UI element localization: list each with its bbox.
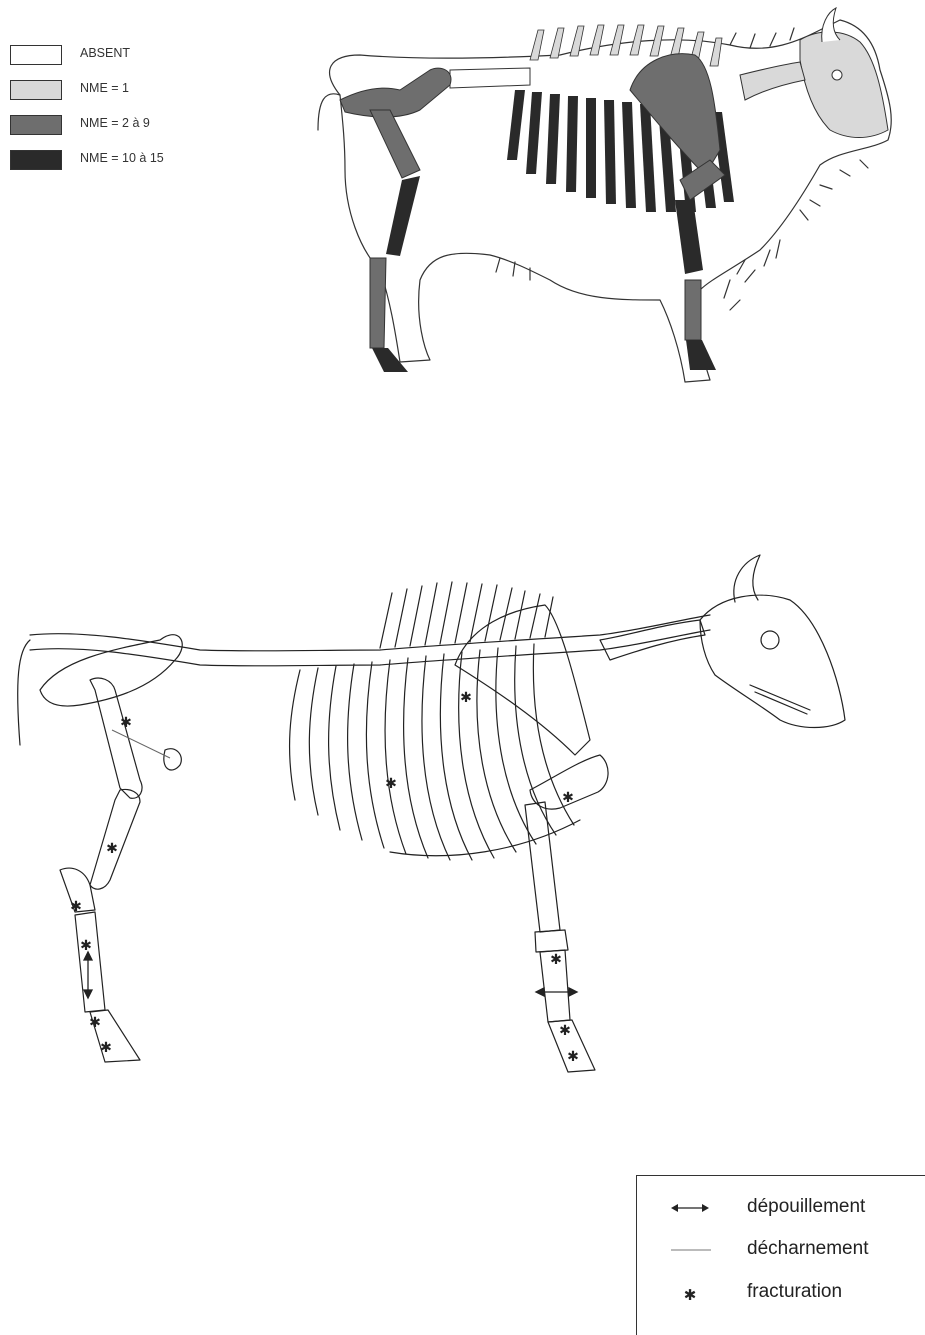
absent-swatch <box>10 45 62 65</box>
legend-item-nme-2-9: NME = 2 à 9 <box>10 112 210 147</box>
line-icon <box>667 1235 713 1265</box>
fracture-mark: ✱ <box>106 841 118 857</box>
lumbar-vertebrae <box>450 68 530 88</box>
nme-legend: ABSENT NME = 1 NME = 2 à 9 NME = 10 à 15 <box>10 42 210 182</box>
asterisk-glyph: ✱ <box>684 1286 697 1304</box>
sternum <box>390 820 580 856</box>
legend-item-decharnement: décharnement <box>637 1235 925 1265</box>
dorsal-spines <box>380 582 553 648</box>
radius <box>525 802 560 932</box>
orbit <box>761 631 779 649</box>
depouillement-mark-vertical <box>84 952 92 998</box>
fracture-mark: ✱ <box>460 690 472 706</box>
cervical-vertebrae <box>740 62 805 100</box>
bison-silhouette-figure <box>300 0 920 400</box>
metacarpal-nme-2-9 <box>685 280 701 340</box>
legend-label: NME = 10 à 15 <box>80 151 164 165</box>
tibia <box>90 790 140 890</box>
metatarsal-nme-2-9 <box>370 258 386 348</box>
fore-phalanges-nme-10-15 <box>686 340 716 370</box>
metatarsal <box>75 912 105 1012</box>
marks-legend: dépouillement décharnement ✱ fracturatio… <box>636 1175 925 1335</box>
legend-item-fracturation: ✱ fracturation <box>637 1278 925 1308</box>
legend-item-absent: ABSENT <box>10 42 210 77</box>
eye <box>832 70 842 80</box>
decharnement-mark <box>112 730 170 758</box>
double-arrow-icon <box>667 1193 713 1223</box>
pelvis-nme-2-9 <box>340 68 451 117</box>
skull <box>700 595 845 727</box>
tail <box>318 94 340 130</box>
nme-1-swatch <box>10 80 62 100</box>
scapula <box>455 605 590 755</box>
fracture-mark: ✱ <box>100 1040 112 1056</box>
bison-silhouette-svg <box>300 0 920 400</box>
legend-item-nme-1: NME = 1 <box>10 77 210 112</box>
fracture-mark: ✱ <box>120 715 132 731</box>
tail-vertebrae <box>18 640 30 745</box>
legend-label: fracturation <box>747 1281 842 1303</box>
patella <box>164 749 182 770</box>
teeth-row <box>750 685 810 714</box>
fracture-mark: ✱ <box>562 790 574 806</box>
femur-nme-2-9 <box>370 110 420 178</box>
fracture-mark: ✱ <box>80 938 92 954</box>
fracture-mark: ✱ <box>567 1049 579 1065</box>
fracture-mark: ✱ <box>550 952 562 968</box>
legend-label: décharnement <box>747 1238 868 1260</box>
pelvis <box>40 635 182 706</box>
fracture-mark: ✱ <box>70 899 82 915</box>
legend-label: NME = 2 à 9 <box>80 116 150 130</box>
nme-10-15-swatch <box>10 150 62 170</box>
bison-skeleton-svg: ✱ ✱ ✱ ✱ ✱ ✱ ✱ ✱ ✱ ✱ ✱ ✱ <box>0 540 925 1100</box>
legend-item-depouillement: dépouillement <box>637 1193 925 1223</box>
tibia-nme-10-15 <box>386 176 420 256</box>
hind-phalanges-nme-10-15 <box>372 348 408 372</box>
bison-skeleton-figure: ✱ ✱ ✱ ✱ ✱ ✱ ✱ ✱ ✱ ✱ ✱ ✱ <box>0 540 925 1100</box>
fracture-mark: ✱ <box>89 1015 101 1031</box>
legend-label: ABSENT <box>80 46 130 60</box>
rib-cage <box>290 644 574 860</box>
fracture-mark: ✱ <box>559 1023 571 1039</box>
vertebral-column-lower <box>30 630 710 666</box>
legend-item-nme-10-15: NME = 10 à 15 <box>10 147 210 182</box>
head-nme-1 <box>800 32 888 138</box>
legend-label: dépouillement <box>747 1196 865 1218</box>
legend-label: NME = 1 <box>80 81 129 95</box>
carpals <box>535 930 568 952</box>
horn <box>822 8 840 42</box>
fracture-mark: ✱ <box>385 776 397 792</box>
radius-nme-10-15 <box>675 200 703 274</box>
asterisk-icon: ✱ <box>667 1278 713 1308</box>
nme-2-9-swatch <box>10 115 62 135</box>
depouillement-mark-horizontal <box>536 988 577 996</box>
